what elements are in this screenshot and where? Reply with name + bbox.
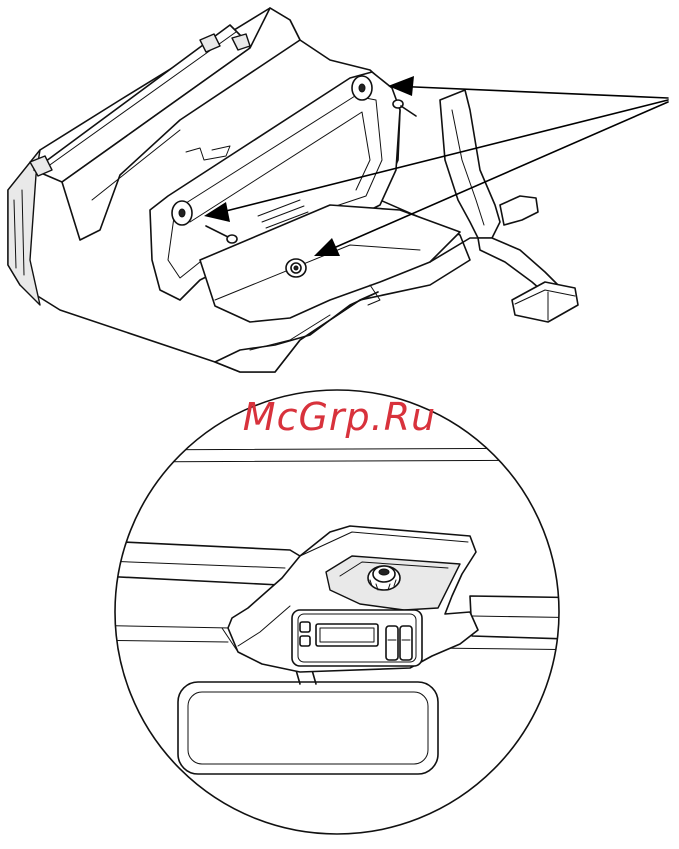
console-housing-figure: [8, 8, 668, 372]
overhead-console-detail: [80, 390, 600, 834]
display-screen: [316, 624, 378, 646]
display-button-left-bottom: [300, 636, 310, 646]
display-button-left-top: [300, 622, 310, 632]
headliner-rail: [80, 540, 300, 585]
display-button-right: [386, 626, 398, 660]
callout-arrow-line-1: [392, 86, 668, 98]
rear-view-mirror: [178, 670, 438, 774]
display-button-right-2: [400, 626, 412, 660]
connector-socket: [286, 259, 306, 277]
harness-plug: [512, 282, 578, 322]
console-knob: [368, 566, 400, 590]
display-module: [292, 610, 422, 666]
